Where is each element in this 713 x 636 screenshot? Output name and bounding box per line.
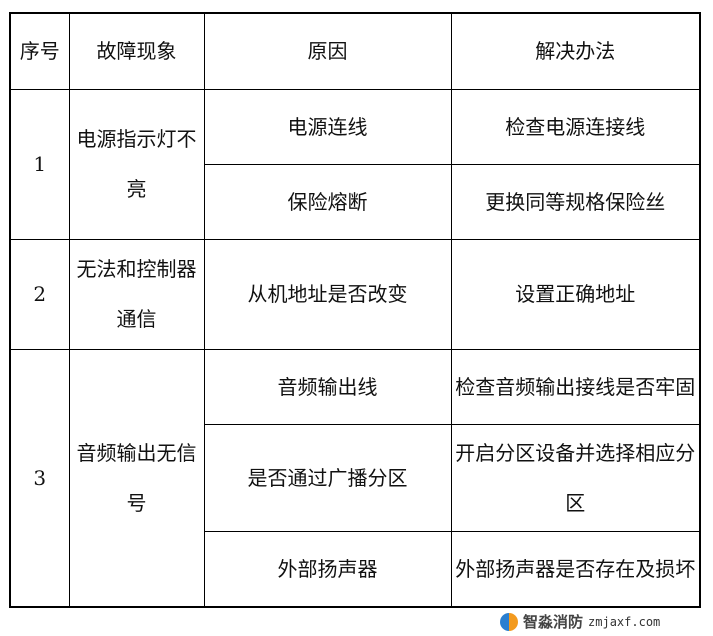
header-no: 序号: [9, 12, 70, 90]
row-no: 2: [9, 238, 70, 350]
logo-icon: [500, 613, 518, 631]
row-no: 1: [9, 88, 70, 240]
watermark-name: 智淼消防: [523, 613, 584, 631]
row-cause: 外部扬声器: [203, 530, 452, 608]
row-solution: 开启分区设备并选择相应分区: [450, 423, 701, 532]
row-cause: 从机地址是否改变: [203, 238, 452, 350]
row-solution: 外部扬声器是否存在及损坏: [450, 530, 701, 608]
table-row: 保险熔断 更换同等规格保险丝: [10, 163, 701, 240]
row-solution: 更换同等规格保险丝: [450, 163, 701, 240]
row-symptom: 无法和控制器通信: [68, 238, 205, 350]
table-row: 2 无法和控制器通信 从机地址是否改变 设置正确地址: [9, 238, 701, 350]
row-cause: 电源连线: [203, 88, 452, 165]
table-row: 1 电源指示灯不亮 电源连线 检查电源连接线: [9, 88, 701, 240]
table-row: 外部扬声器 外部扬声器是否存在及损坏: [10, 530, 701, 608]
header-solution: 解决办法: [450, 12, 701, 90]
row-solution: 设置正确地址: [450, 238, 701, 350]
row-symptom: 音频输出无信号: [68, 348, 205, 608]
header-symptom: 故障现象: [68, 12, 205, 90]
watermark-url: zmjaxf.com: [588, 615, 661, 629]
row-cause: 是否通过广播分区: [203, 423, 452, 532]
header-row: 序号 故障现象 原因 解决办法: [9, 12, 701, 90]
row-symptom: 电源指示灯不亮: [68, 88, 205, 240]
header-cause: 原因: [203, 12, 452, 90]
row-solution: 检查电源连接线: [450, 88, 701, 165]
row-cause: 音频输出线: [203, 348, 452, 425]
row-cause: 保险熔断: [203, 163, 452, 240]
row-no: 3: [9, 348, 70, 608]
row-solution: 检查音频输出接线是否牢固: [450, 348, 701, 425]
fault-table: 序号 故障现象 原因 解决办法 1 电源指示灯不亮 电源连线 检查电源连接线 保…: [9, 12, 701, 608]
table-row: 3 音频输出无信号 音频输出线 检查音频输出接线是否牢固: [9, 348, 701, 608]
watermark-logo: 智淼消防 zmjaxf.com: [500, 611, 660, 633]
